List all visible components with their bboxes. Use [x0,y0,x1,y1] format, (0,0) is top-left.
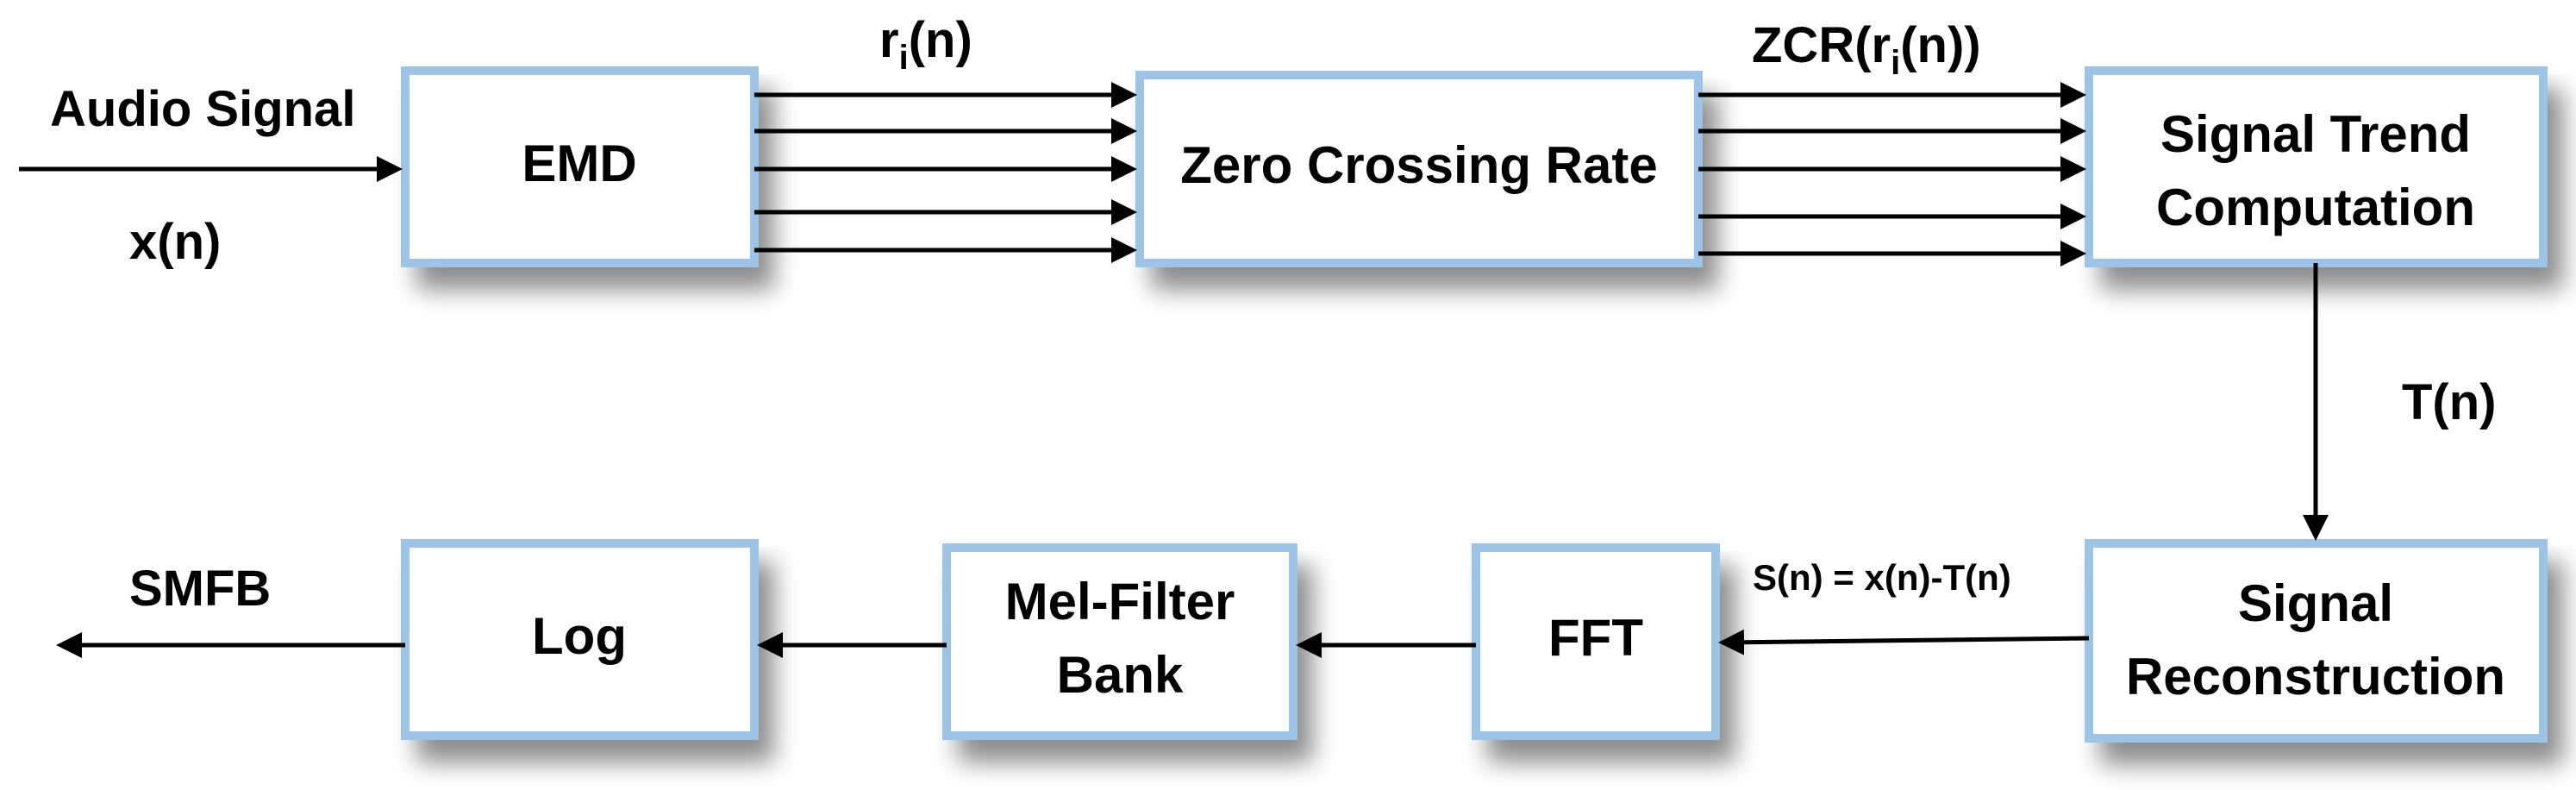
signal-trend-box: Signal Trend Computation [2085,66,2548,267]
zcr-to-trend-arrows [1698,82,2086,266]
signal-reconstruction-box: Signal Reconstruction [2085,539,2548,743]
log-label: Log [532,607,627,665]
log-box: Log [401,539,759,740]
recon-label-line2: Reconstruction [2126,648,2505,705]
emd-to-zcr-arrows [754,82,1137,263]
zero-crossing-rate-box: Zero Crossing Rate [1135,71,1703,267]
emd-label: EMD [522,135,636,192]
r-i-n-label: ri(n) [879,12,972,77]
t-n-label: T(n) [2402,374,2497,430]
recon-to-fft-arrow [1718,629,2090,655]
fft-box: FFT [1472,543,1720,740]
zcr-label: Zero Crossing Rate [1180,136,1657,194]
audio-signal-label: Audio Signal [50,81,355,137]
fft-label: FFT [1548,609,1643,667]
trend-label-line1: Signal Trend [2160,105,2471,163]
x-n-label: x(n) [129,214,221,270]
mel-label-line2: Bank [1057,646,1184,704]
smfb-label: SMFB [129,561,271,617]
recon-label-line1: Signal [2238,574,2393,632]
mel-label-line1: Mel-Filter [1005,573,1235,630]
zcr-r-i-n-label: ZCR(ri(n)) [1752,17,1981,82]
mel-filter-bank-box: Mel-Filter Bank [942,543,1297,740]
trend-label-line2: Computation [2156,179,2475,236]
s-n-equation-label: S(n) = x(n)-T(n) [1753,557,2011,598]
emd-box: EMD [401,66,759,267]
